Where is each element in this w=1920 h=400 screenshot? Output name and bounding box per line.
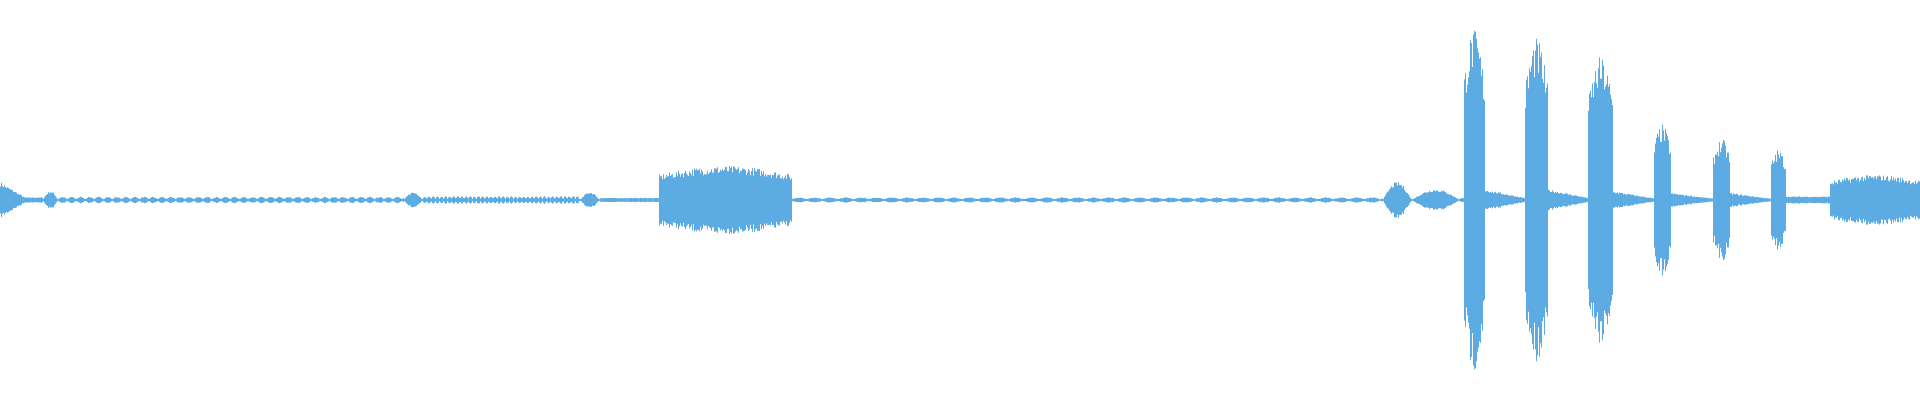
waveform-samples [0, 30, 1920, 370]
waveform-trace [0, 30, 1920, 370]
